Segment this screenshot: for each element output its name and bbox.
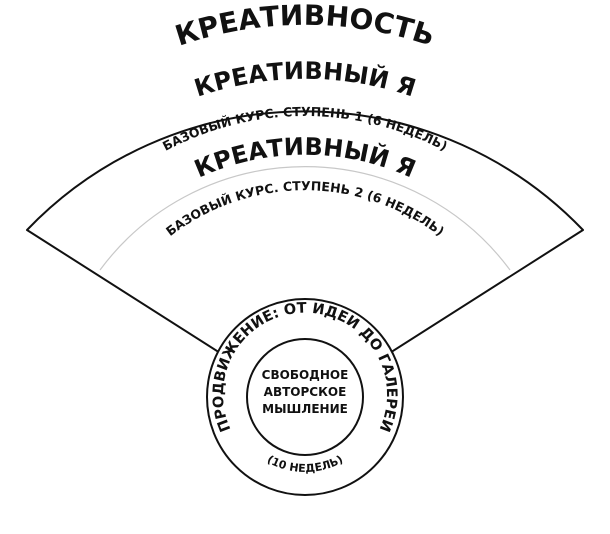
hub-center-line-3: МЫШЛЕНИЕ bbox=[262, 402, 348, 416]
band-divider bbox=[99, 166, 511, 271]
fan-outline bbox=[26, 110, 584, 408]
main-title: КРЕАТИВНОСТЬ bbox=[171, 0, 438, 53]
hub-center-line-2: АВТОРСКОЕ bbox=[264, 385, 347, 399]
band-1-title: КРЕАТИВНЫЙ Я bbox=[191, 57, 419, 103]
hub-inner-circle bbox=[246, 338, 364, 456]
hub-center-line-1: СВОБОДНОЕ bbox=[262, 368, 349, 382]
